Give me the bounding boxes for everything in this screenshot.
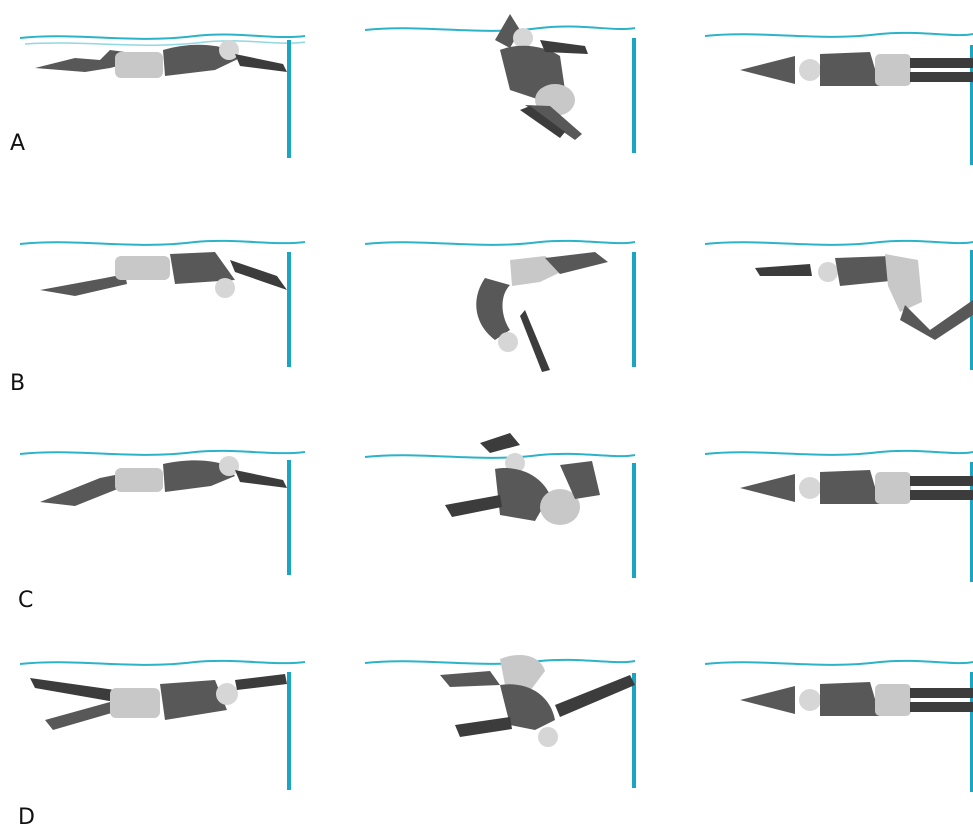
swimmer-figure	[740, 470, 973, 504]
pool-wall	[287, 460, 291, 575]
row-a-panel-3	[700, 20, 973, 165]
row-b-panel-2	[360, 230, 650, 380]
swimmer-figure	[495, 14, 588, 140]
swimmer-figure	[476, 252, 608, 372]
swimmer-figure	[440, 655, 635, 747]
row-b-panel-3	[700, 230, 973, 375]
row-c-panel-2	[360, 425, 650, 585]
pool-wall	[632, 38, 636, 153]
pool-wall	[287, 40, 291, 158]
row-d-panel-1	[15, 650, 315, 795]
water-surface-light	[25, 41, 305, 45]
pool-wall	[632, 463, 636, 578]
row-label-a: A	[10, 133, 25, 155]
water-surface	[365, 26, 635, 30]
row-label-d: D	[18, 807, 35, 829]
water-surface	[705, 451, 973, 455]
row-label-c: C	[18, 590, 33, 612]
water-surface	[20, 661, 305, 665]
pool-wall	[287, 672, 291, 790]
row-c-panel-3	[700, 440, 973, 585]
water-surface	[365, 454, 635, 458]
swimmer-figure	[740, 682, 973, 716]
pool-wall	[632, 252, 636, 367]
swimmer-figure	[40, 252, 287, 298]
water-surface	[705, 241, 973, 245]
water-surface	[365, 660, 635, 664]
pool-wall	[287, 252, 291, 367]
swimmer-figure	[30, 674, 287, 730]
swimmer-figure	[755, 254, 973, 340]
pool-wall	[632, 673, 636, 788]
row-d-panel-3	[700, 650, 973, 795]
swimmer-figure	[740, 52, 973, 86]
water-surface	[20, 451, 305, 455]
water-surface	[705, 661, 973, 665]
row-b-panel-1	[15, 230, 315, 375]
row-a-panel-1	[15, 20, 315, 165]
row-label-b: B	[10, 373, 25, 395]
row-d-panel-2	[360, 645, 650, 795]
row-a-panel-2	[360, 10, 650, 160]
water-surface	[365, 241, 635, 245]
water-surface	[20, 241, 305, 245]
water-surface	[705, 33, 973, 37]
row-c-panel-1	[15, 440, 315, 585]
water-surface	[20, 34, 305, 38]
swimmer-figure	[40, 456, 287, 506]
swimmer-figure	[445, 433, 600, 525]
